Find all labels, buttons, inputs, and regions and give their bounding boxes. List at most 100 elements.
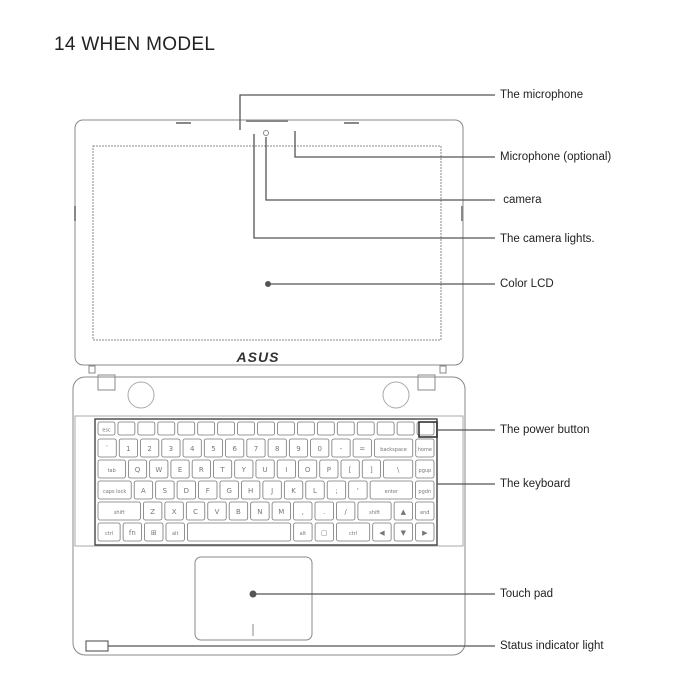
key-label: 7 <box>254 445 258 453</box>
key[interactable] <box>319 459 339 479</box>
key[interactable] <box>97 459 126 479</box>
key[interactable] <box>117 421 136 436</box>
key[interactable] <box>133 480 154 500</box>
key[interactable] <box>415 438 435 458</box>
key[interactable] <box>198 480 218 500</box>
key-label: 1 <box>126 445 130 453</box>
key[interactable] <box>310 438 330 458</box>
key[interactable] <box>185 501 206 521</box>
key-label: shift <box>114 510 125 516</box>
key[interactable] <box>336 421 355 436</box>
key[interactable] <box>182 438 202 458</box>
key[interactable] <box>372 522 392 542</box>
key[interactable] <box>237 421 255 436</box>
key[interactable] <box>415 459 435 479</box>
key[interactable] <box>356 421 375 436</box>
key[interactable] <box>241 480 261 500</box>
key-label: enter <box>385 489 399 495</box>
leader-microphone <box>239 94 495 130</box>
key[interactable] <box>127 459 148 479</box>
key[interactable] <box>316 421 335 436</box>
key[interactable] <box>191 459 211 479</box>
label-status-indicator: Status indicator light <box>500 640 604 652</box>
key[interactable] <box>97 438 117 458</box>
key-label: ⊞ <box>151 529 157 537</box>
key[interactable] <box>228 501 249 521</box>
key[interactable] <box>331 438 351 458</box>
key[interactable] <box>177 421 196 436</box>
key[interactable] <box>165 522 185 542</box>
key[interactable] <box>340 459 360 479</box>
key[interactable] <box>288 438 309 458</box>
label-keyboard: The keyboard <box>500 478 571 490</box>
key[interactable] <box>219 480 239 500</box>
key[interactable] <box>234 459 254 479</box>
key[interactable] <box>415 501 435 521</box>
key[interactable] <box>361 459 381 479</box>
key-label: ] <box>370 466 373 474</box>
key[interactable] <box>118 438 138 458</box>
key[interactable] <box>262 480 282 500</box>
key[interactable] <box>197 421 216 436</box>
key[interactable] <box>348 480 368 500</box>
key[interactable] <box>373 438 414 458</box>
key[interactable] <box>277 421 295 436</box>
key[interactable] <box>170 459 190 479</box>
key[interactable] <box>336 501 356 521</box>
key[interactable] <box>164 501 184 521</box>
key[interactable] <box>207 501 227 521</box>
key[interactable] <box>140 438 160 458</box>
key[interactable] <box>157 421 176 436</box>
key[interactable] <box>250 501 270 521</box>
key[interactable] <box>376 421 395 436</box>
key[interactable] <box>267 438 287 458</box>
key-label: B <box>236 508 241 516</box>
key[interactable] <box>415 480 435 500</box>
label-power-button: The power button <box>500 424 590 436</box>
key[interactable] <box>246 438 266 458</box>
key[interactable] <box>97 501 141 521</box>
key[interactable] <box>314 522 334 542</box>
key-label: G <box>226 487 231 495</box>
key[interactable] <box>396 421 415 436</box>
key[interactable] <box>187 522 292 542</box>
key[interactable] <box>161 438 181 458</box>
key[interactable] <box>144 522 164 542</box>
key[interactable] <box>225 438 245 458</box>
key[interactable] <box>137 421 156 436</box>
key[interactable] <box>305 480 325 500</box>
key[interactable] <box>97 522 121 542</box>
key[interactable] <box>326 480 347 500</box>
key[interactable] <box>97 480 132 500</box>
key[interactable] <box>283 480 304 500</box>
touchpad[interactable] <box>194 556 313 641</box>
key[interactable] <box>393 501 413 521</box>
key[interactable] <box>271 501 291 521</box>
key[interactable] <box>314 501 334 521</box>
key[interactable] <box>176 480 196 500</box>
key[interactable] <box>255 459 275 479</box>
key[interactable] <box>149 459 169 479</box>
key[interactable] <box>276 459 296 479</box>
key[interactable] <box>336 522 371 542</box>
key[interactable] <box>143 501 163 521</box>
key[interactable] <box>257 421 275 436</box>
key-label: C <box>193 508 198 516</box>
key[interactable] <box>415 522 435 542</box>
key[interactable] <box>122 522 142 542</box>
key[interactable] <box>293 501 313 521</box>
key[interactable] <box>213 459 233 479</box>
key[interactable] <box>352 438 372 458</box>
key[interactable] <box>297 421 315 436</box>
key[interactable] <box>203 438 223 458</box>
key[interactable] <box>357 501 392 521</box>
key[interactable] <box>393 522 413 542</box>
key[interactable] <box>155 480 175 500</box>
key[interactable] <box>298 459 318 479</box>
key[interactable] <box>383 459 414 479</box>
key[interactable] <box>97 421 116 436</box>
key[interactable] <box>293 522 313 542</box>
key[interactable] <box>369 480 413 500</box>
key[interactable] <box>217 421 235 436</box>
